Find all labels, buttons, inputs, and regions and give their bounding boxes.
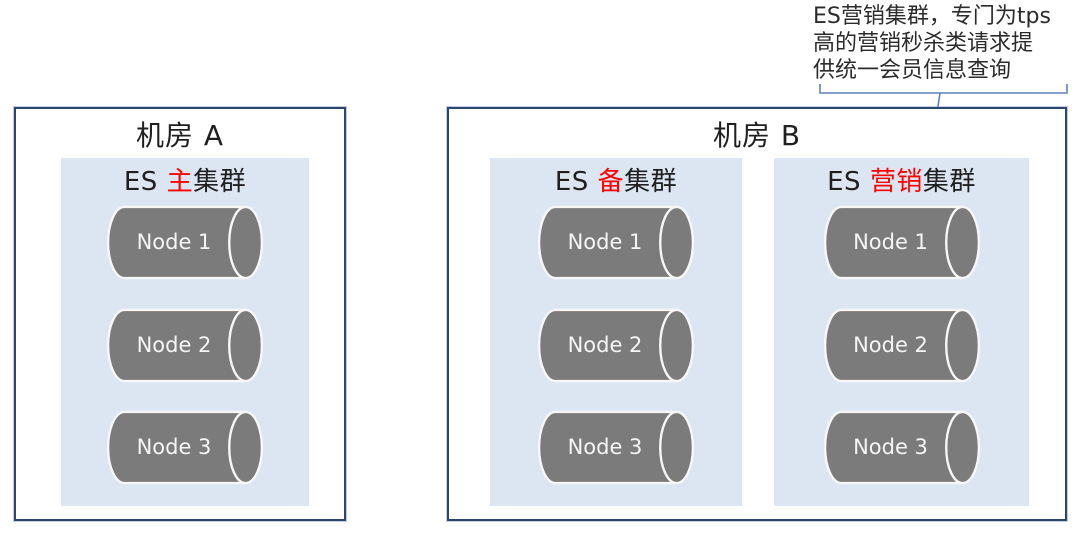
node-cylinder: Node 2 <box>822 308 982 383</box>
cluster-es-main: ES 主集群 Node 1 Node 2 <box>61 158 309 506</box>
node-cylinder: Node 3 <box>536 410 696 485</box>
node-label: Node 3 <box>853 434 928 459</box>
cluster-title-prefix: ES <box>827 167 870 197</box>
node-label: Node 3 <box>136 434 212 459</box>
cluster-es-marketing-title: ES 营销集群 <box>774 161 1029 198</box>
node-label: Node 3 <box>567 434 643 459</box>
node-cylinder: Node 2 <box>536 308 696 383</box>
cluster-title-suffix: 集群 <box>193 167 247 197</box>
cluster-title-prefix: ES <box>123 167 167 197</box>
node-cylinder: Node 3 <box>822 410 982 485</box>
node-label: Node 2 <box>853 332 928 357</box>
cylinder-shape-icon <box>106 205 264 280</box>
node-cylinder: Node 1 <box>105 205 265 280</box>
datacenter-a-box: 机房 A ES 主集群 Node 1 Node 2 <box>14 107 346 521</box>
cluster-title-highlight: 主 <box>166 167 194 197</box>
node-label: Node 1 <box>853 229 928 254</box>
annotation-text: ES营销集群，专门为tps 高的营销秒杀类请求提 供统一会员信息查询 <box>813 3 1080 84</box>
annotation-line: 高的营销秒杀类请求提 <box>813 31 1034 56</box>
datacenter-a-title: 机房 A <box>135 119 225 152</box>
annotation-line: ES营销集群，专门为tps <box>813 4 1051 29</box>
cylinder-shape-icon <box>823 308 980 383</box>
cluster-title-suffix: 集群 <box>922 167 976 197</box>
node-cylinder: Node 3 <box>105 410 265 485</box>
node-cylinder: Node 1 <box>536 205 696 280</box>
node-label: Node 2 <box>567 332 643 357</box>
cylinder-shape-icon <box>537 308 695 383</box>
cluster-es-marketing: ES 营销集群 Node 1 Node 2 <box>774 158 1029 506</box>
cluster-title-highlight: 营销 <box>869 167 923 197</box>
node-label: Node 2 <box>136 332 212 357</box>
cylinder-shape-icon <box>537 205 695 280</box>
cluster-es-main-title: ES 主集群 <box>61 161 309 198</box>
annotation-line: 供统一会员信息查询 <box>813 58 1012 83</box>
node-cylinder: Node 2 <box>105 308 265 383</box>
cluster-title-prefix: ES <box>554 167 598 197</box>
cylinder-shape-icon <box>537 410 695 485</box>
cylinder-shape-icon <box>106 308 264 383</box>
cluster-title-highlight: 备 <box>597 167 625 197</box>
datacenter-b-title: 机房 B <box>712 119 802 152</box>
node-label: Node 1 <box>136 229 212 254</box>
datacenter-b-box: 机房 B ES 备集群 Node 1 Node 2 <box>447 107 1067 521</box>
cylinder-shape-icon <box>106 410 264 485</box>
node-cylinder: Node 1 <box>822 205 982 280</box>
cluster-es-backup: ES 备集群 Node 1 Node 2 <box>490 158 742 506</box>
cylinder-shape-icon <box>823 410 980 485</box>
cylinder-shape-icon <box>823 205 980 280</box>
cluster-title-suffix: 集群 <box>624 167 678 197</box>
node-label: Node 1 <box>567 229 643 254</box>
cluster-es-backup-title: ES 备集群 <box>490 161 742 198</box>
